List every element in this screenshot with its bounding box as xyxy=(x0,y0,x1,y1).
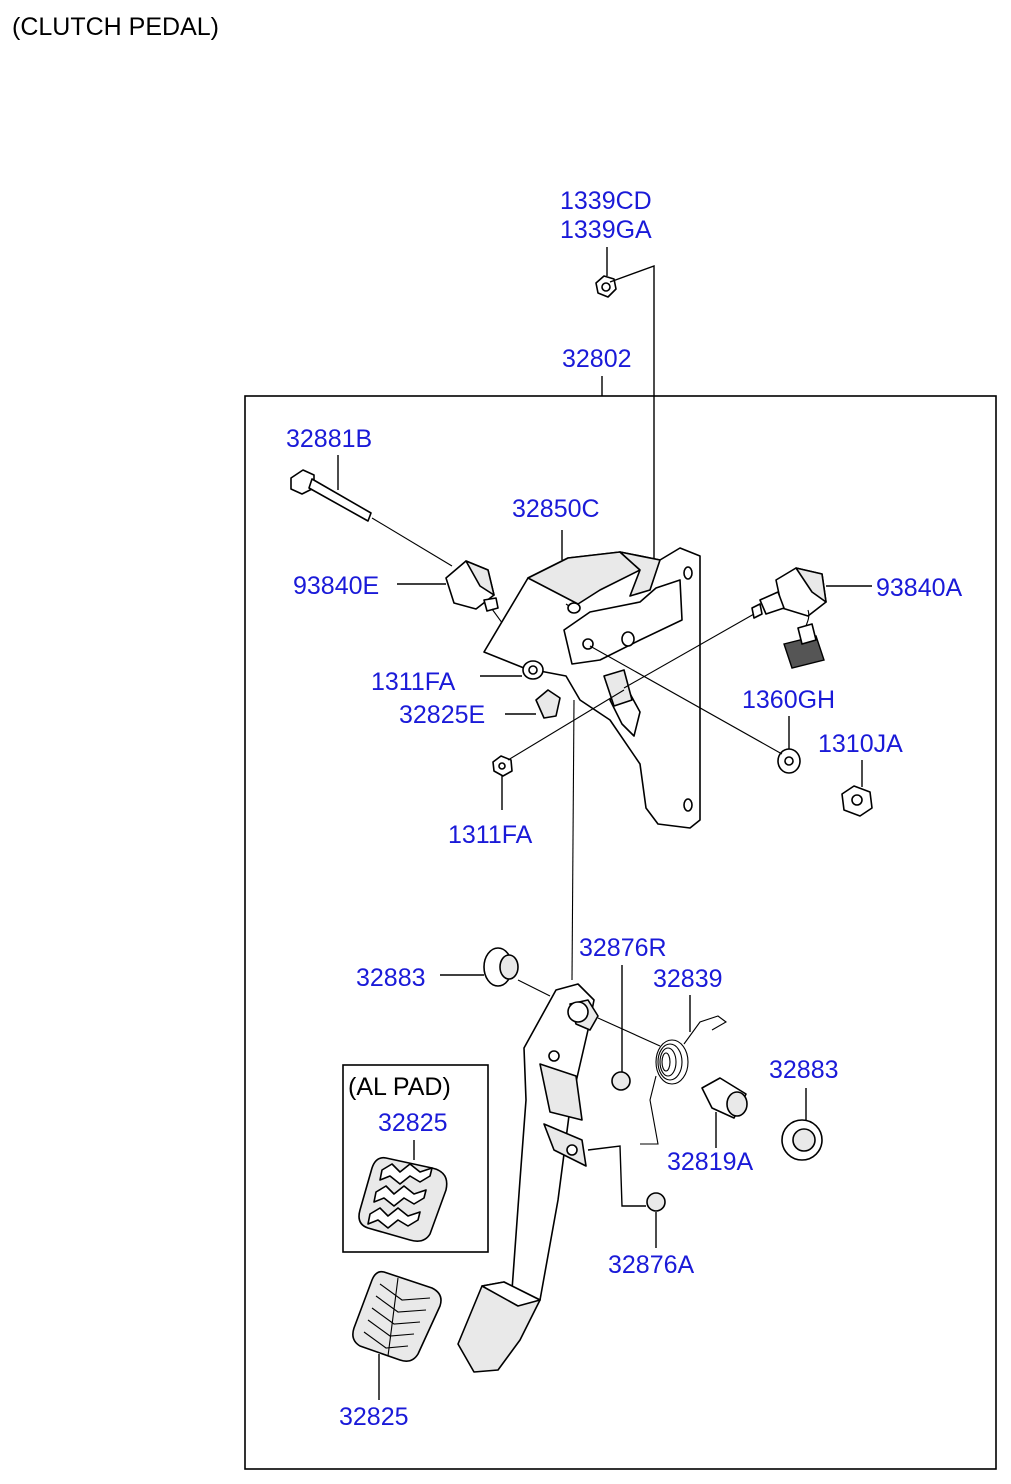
label-32883-right: 32883 xyxy=(769,1056,839,1084)
nut-1310JA xyxy=(841,785,873,817)
al-pedal-pad-32825 xyxy=(358,1156,448,1242)
label-1310JA: 1310JA xyxy=(818,730,903,758)
label-32802: 32802 xyxy=(562,345,632,373)
switch-93840E xyxy=(445,560,499,612)
label-32819A: 32819A xyxy=(667,1148,754,1176)
al-pad-inset-frame xyxy=(342,1064,489,1253)
clutch-pedal-arm xyxy=(457,983,599,1373)
leader-1339 xyxy=(609,265,655,562)
label-32850C: 32850C xyxy=(512,495,600,523)
label-93840A: 93840A xyxy=(876,574,963,602)
rubber-pedal-pad-32825 xyxy=(352,1270,442,1362)
label-1311FA-top: 1311FA xyxy=(371,668,456,696)
assembly-frame xyxy=(244,395,997,1470)
flange-nut-1339 xyxy=(595,275,617,298)
label-93840E: 93840E xyxy=(293,572,379,600)
bumper-32876A xyxy=(646,1192,666,1212)
label-32825-inset: 32825 xyxy=(378,1109,448,1137)
stopper-32876R xyxy=(611,1071,631,1091)
inset-caption: (AL PAD) xyxy=(348,1073,451,1101)
bushing-32819A xyxy=(701,1077,748,1119)
bracket-32850C xyxy=(483,547,701,829)
label-32876R: 32876R xyxy=(579,934,667,962)
label-32839: 32839 xyxy=(653,965,723,993)
label-1339CD: 1339CD xyxy=(560,187,652,215)
label-1311FA-bottom: 1311FA xyxy=(448,821,533,849)
label-32876A: 32876A xyxy=(608,1251,695,1279)
bolt-32881B xyxy=(290,469,372,522)
bushing-32883-right xyxy=(781,1119,823,1161)
bushing-32883-left xyxy=(483,947,519,987)
stopper-32825E xyxy=(535,689,561,719)
label-1339GA: 1339GA xyxy=(560,216,652,244)
nut-1311FA-top xyxy=(522,660,544,680)
washer-1360GH xyxy=(777,748,801,774)
diagram-title: (CLUTCH PEDAL) xyxy=(12,13,219,41)
label-1360GH: 1360GH xyxy=(742,686,835,714)
label-32825E: 32825E xyxy=(399,701,485,729)
spring-32839 xyxy=(597,1015,727,1145)
label-32881B: 32881B xyxy=(286,425,372,453)
nut-1311FA-bottom xyxy=(492,755,513,777)
label-32825-bottom: 32825 xyxy=(339,1403,409,1431)
switch-93840A xyxy=(751,567,827,669)
leader-32876A xyxy=(587,1145,646,1207)
label-32883-left: 32883 xyxy=(356,964,426,992)
